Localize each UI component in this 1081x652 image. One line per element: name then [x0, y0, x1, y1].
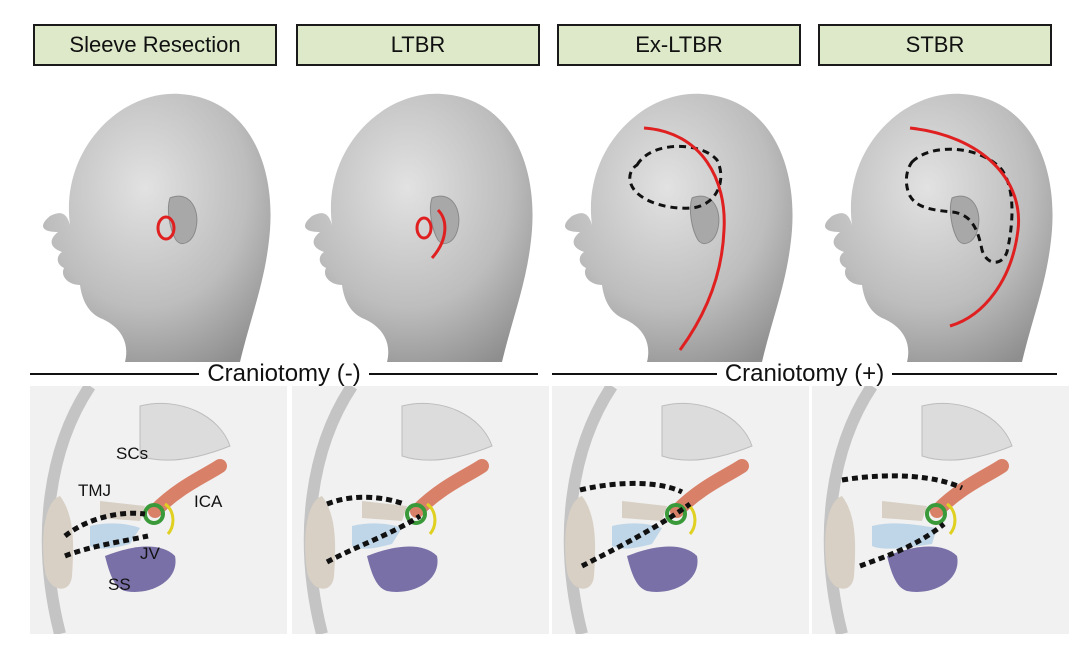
label-jv: JV	[140, 544, 160, 563]
cochlea	[925, 503, 947, 525]
ica	[930, 459, 1009, 518]
auricle	[305, 496, 336, 589]
skull-outline	[41, 386, 95, 634]
procedure-label-sleeve-resection: Sleeve Resection	[33, 24, 277, 66]
head-silhouette	[565, 93, 793, 362]
resection-outline	[841, 473, 964, 491]
tmj	[100, 501, 145, 521]
ear	[949, 195, 980, 244]
group-label-craniotomy-minus: Craniotomy (-)	[207, 360, 361, 387]
divider-line	[30, 373, 200, 375]
cranial-fossa	[921, 402, 1013, 461]
ear-canal	[352, 523, 402, 549]
head-illustration-ex-ltbr	[565, 93, 793, 362]
resection-outline	[859, 522, 946, 569]
label-scs: SCs	[116, 444, 149, 463]
resection-outline	[326, 494, 405, 507]
head-illustration-stbr	[825, 93, 1053, 362]
group-label-craniotomy-plus: Craniotomy (+)	[724, 360, 885, 387]
head-silhouette	[305, 93, 533, 362]
incision-curve	[909, 126, 1021, 328]
skull-base-ex-ltbr	[552, 386, 809, 634]
procedure-label-ltbr: LTBR	[296, 24, 540, 66]
sigmoid-sinus	[627, 546, 698, 592]
skull-base-stbr	[812, 386, 1069, 634]
cranial-fossa	[661, 402, 753, 461]
skull-outline	[303, 386, 357, 634]
divider-line	[368, 373, 539, 375]
facial-nerve	[946, 502, 957, 535]
resection-outline	[580, 501, 692, 569]
auricle	[43, 496, 74, 589]
craniotomy-outline	[628, 144, 723, 210]
cranial-fossa	[139, 402, 231, 461]
skull-outline	[823, 386, 877, 634]
head-illustration-sleeve-resection	[43, 93, 271, 362]
label-tmj: TMJ	[78, 481, 112, 500]
ica	[148, 459, 227, 518]
tmj	[882, 501, 927, 521]
ica	[670, 459, 749, 518]
cochlea	[143, 503, 165, 525]
head-silhouette	[825, 93, 1053, 362]
resection-outline	[325, 513, 422, 565]
label-ica: ICA	[194, 492, 223, 511]
tmj	[362, 501, 407, 521]
label-ss: SS	[108, 575, 131, 594]
incision-circle	[415, 216, 433, 240]
tmj	[622, 501, 667, 521]
sigmoid-sinus	[887, 546, 958, 592]
incision-circle	[156, 215, 176, 241]
cranial-fossa	[401, 402, 493, 461]
resection-outline	[579, 480, 684, 495]
cochlea	[405, 503, 427, 525]
sigmoid-sinus	[105, 546, 176, 592]
procedure-label-stbr: STBR	[818, 24, 1052, 66]
skull-base-sleeve-resection	[30, 386, 287, 634]
facial-nerve	[164, 502, 175, 535]
resection-outline	[64, 533, 149, 559]
ica	[410, 459, 489, 518]
facial-nerve	[426, 502, 437, 535]
auricle	[825, 496, 856, 589]
head-illustration-ltbr	[305, 93, 533, 362]
sigmoid-sinus	[367, 546, 438, 592]
skull-outline	[563, 386, 617, 634]
incision-arc	[430, 208, 447, 259]
group-divider-craniotomy-minus: Craniotomy (-)	[30, 356, 539, 392]
incision-curve	[643, 126, 726, 351]
group-divider-craniotomy-plus: Craniotomy (+)	[552, 356, 1057, 392]
divider-line	[892, 373, 1057, 375]
skull-base-ltbr	[292, 386, 549, 634]
divider-line	[552, 373, 717, 375]
procedure-label-ex-ltbr: Ex-LTBR	[557, 24, 801, 66]
cochlea	[665, 503, 687, 525]
